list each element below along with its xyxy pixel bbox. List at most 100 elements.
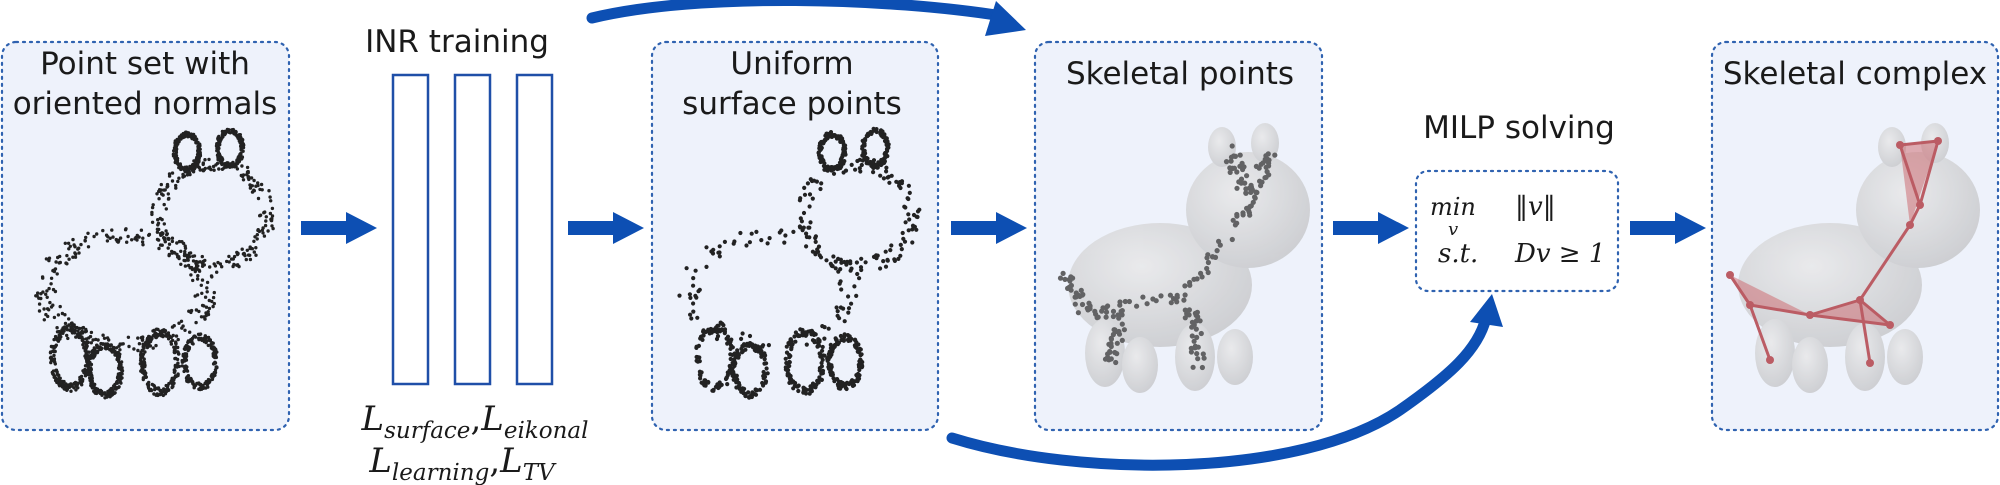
surface-point [206, 310, 210, 314]
surface-point [174, 160, 178, 164]
skeletal-point [1150, 296, 1156, 302]
surface-point [835, 309, 840, 314]
surface-point [177, 176, 181, 180]
surface-point [176, 361, 180, 365]
surface-point [833, 259, 838, 264]
surface-point [855, 379, 860, 384]
surface-point [143, 350, 147, 354]
surface-point [87, 361, 91, 365]
surface-point [704, 264, 709, 269]
surface-point [884, 165, 889, 170]
uniform-title-line1: Uniform [730, 46, 853, 82]
surface-point [825, 358, 830, 363]
surface-point [220, 157, 225, 162]
surface-point [717, 254, 722, 259]
skeletal-point [1122, 298, 1128, 305]
milp-title: MILP solving [1423, 110, 1615, 146]
surface-point [200, 254, 204, 259]
surface-point [191, 278, 195, 283]
surface-point [120, 372, 124, 376]
skeletal-point [1181, 297, 1187, 303]
skeletal-point [1188, 345, 1194, 351]
surface-point [697, 372, 702, 377]
surface-point [806, 329, 811, 334]
surface-point [125, 240, 129, 244]
surface-point [141, 377, 145, 382]
surface-point [179, 137, 183, 141]
surface-point [177, 239, 182, 244]
skeletal-point [1252, 194, 1258, 200]
arrow-inr-to-uniform [568, 212, 644, 244]
surface-point [210, 341, 214, 345]
surface-point [240, 247, 244, 251]
surface-point [222, 130, 226, 134]
uniform-point-cloud [677, 126, 922, 400]
surface-point [889, 243, 894, 248]
loss-learning-subscript: learning [392, 460, 489, 485]
surface-point [744, 243, 749, 248]
surface-point [112, 350, 117, 354]
skeletal-point [1246, 185, 1252, 191]
surface-point [80, 378, 84, 382]
skeletal-point [1107, 349, 1113, 355]
surface-point [694, 354, 699, 360]
surface-point [804, 342, 809, 347]
skeletal-point [1192, 343, 1198, 349]
surface-point [878, 266, 883, 271]
surface-point [759, 354, 764, 359]
surface-point [915, 214, 920, 220]
surface-point [728, 343, 734, 348]
surface-point [846, 294, 851, 299]
skeletal-point [1191, 338, 1197, 344]
surface-point [73, 331, 77, 335]
surface-point [874, 129, 879, 135]
surface-point [70, 384, 74, 388]
surface-point [165, 386, 170, 390]
surface-point [823, 138, 828, 143]
skeleton-edge [1858, 299, 1872, 364]
surface-point [270, 214, 275, 218]
surface-point [899, 247, 904, 252]
surface-point [203, 295, 208, 299]
surface-point [55, 380, 59, 385]
surface-point [49, 360, 53, 365]
surface-point [150, 220, 155, 224]
skeleton-edge [1858, 224, 1912, 301]
surface-point [180, 360, 185, 364]
surface-point [722, 329, 727, 334]
surface-point [67, 317, 71, 321]
surface-point [850, 378, 855, 383]
surface-point [119, 381, 123, 385]
surface-point [783, 233, 788, 238]
surface-point [150, 382, 154, 387]
surface-point [174, 356, 178, 361]
surface-point [84, 327, 88, 332]
surface-point [254, 246, 258, 250]
surface-point [262, 234, 267, 238]
surface-point [173, 143, 177, 147]
loss-line-2: Llearning,LTV [368, 441, 557, 485]
surface-point [55, 272, 59, 276]
surface-point [256, 181, 260, 185]
surface-point [691, 276, 696, 281]
surface-point [784, 344, 789, 349]
surface-point [189, 273, 193, 277]
surface-point [64, 261, 68, 265]
surface-point [907, 217, 912, 222]
surface-point [269, 199, 273, 203]
skeletal-point [1093, 311, 1099, 317]
skeletal-point [1197, 318, 1203, 324]
surface-point [688, 312, 693, 317]
surface-point [786, 368, 791, 373]
skeletal-point [1111, 327, 1117, 333]
surface-point [150, 205, 155, 210]
surface-point [719, 382, 724, 387]
surface-point [809, 328, 814, 333]
surface-point [194, 308, 199, 312]
surface-point [71, 237, 75, 242]
surface-point [248, 186, 253, 190]
surface-point [881, 259, 886, 264]
surface-point [725, 341, 730, 346]
surface-point [213, 264, 218, 268]
surface-point [787, 359, 792, 365]
